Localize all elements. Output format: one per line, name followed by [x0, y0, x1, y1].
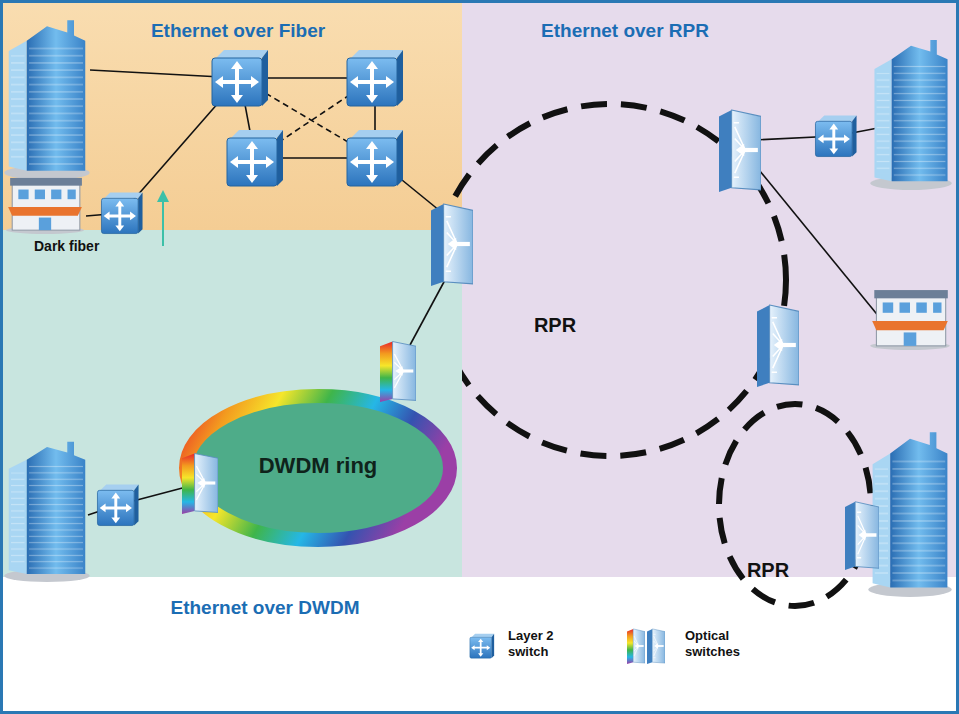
network-links — [86, 70, 880, 515]
dwdm-optical-switch — [182, 454, 218, 514]
link-line — [410, 280, 445, 345]
optical-switch — [845, 502, 879, 570]
dwdm-optical-switch — [380, 342, 416, 402]
rpr-ring-shape — [719, 404, 871, 606]
office-tower — [870, 40, 952, 190]
legend-text: Layer 2 switch — [508, 628, 570, 659]
office-tower — [4, 442, 90, 582]
label-holder: Dark fiber — [34, 238, 99, 254]
layer2-switch — [212, 50, 268, 106]
optical-switch — [757, 305, 799, 387]
dwdm-ring: DWDM ring — [178, 388, 458, 548]
ring-label: RPR — [747, 559, 789, 582]
arrow-head — [157, 190, 169, 202]
optical-switch — [719, 110, 761, 192]
layer2-switch — [227, 130, 283, 186]
layer2-switch — [815, 115, 856, 156]
legend-switch-icon — [470, 634, 494, 658]
callout-label: Dark fiber — [34, 238, 99, 254]
legend-text: Optical switches — [685, 628, 759, 659]
office-tower — [4, 20, 90, 180]
link-line — [755, 165, 880, 318]
shop-building — [870, 290, 950, 350]
rpr-ring-shape — [434, 104, 786, 456]
legend-entry: Layer 2 switch — [508, 628, 570, 659]
heading: Ethernet over RPR — [541, 20, 709, 42]
layer2-switch — [347, 50, 403, 106]
layer2-switch — [97, 484, 138, 525]
office-tower — [868, 432, 952, 597]
dark-fiber-arrow — [162, 200, 164, 246]
dwdm-ring-shape — [186, 396, 450, 540]
heading: Ethernet over Fiber — [151, 20, 325, 42]
layer2-switch — [101, 192, 142, 233]
shop-building — [6, 178, 84, 234]
legend-optical-icon — [647, 629, 665, 664]
legend-optical-icon — [627, 629, 645, 664]
dwdm-label: DWDM ring — [259, 453, 378, 478]
legend-entry: Optical switches — [685, 628, 759, 659]
layer2-switch — [347, 130, 403, 186]
optical-switch — [431, 204, 473, 286]
ring-label: RPR — [534, 314, 576, 337]
heading: Ethernet over DWDM — [171, 597, 360, 619]
